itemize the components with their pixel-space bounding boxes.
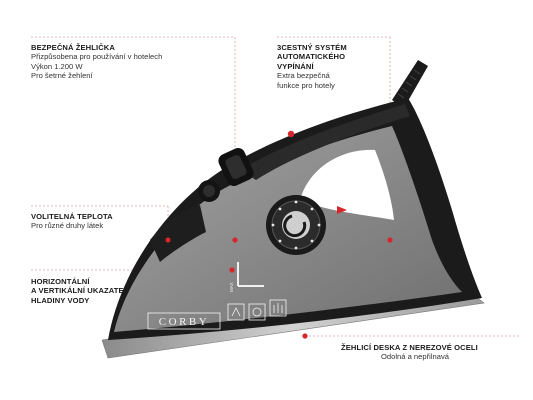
callout-soleplate-title: ŽEHLICÍ DESKA Z NEREZOVÉ OCELI <box>341 343 478 352</box>
callout-safe-iron-title: BEZPEČNÁ ŽEHLIČKA <box>31 43 115 52</box>
callout-water-level-title: HLADINY VODY <box>31 295 90 305</box>
callout-safe-iron-line: Pro šetrné žehlení <box>31 71 93 81</box>
callout-auto-off-title: AUTOMATICKÉHO <box>277 52 346 62</box>
handle-opening <box>300 149 394 220</box>
callout-soleplate: ŽEHLICÍ DESKA Z NEREZOVÉ OCELI Odolná a … <box>341 343 521 362</box>
callout-water-level-title: HORIZONTÁLNÍ <box>31 277 90 286</box>
callout-auto-off-line: funkce pro hotely <box>277 80 335 90</box>
front-nose-cap <box>150 205 206 262</box>
marker-auto <box>387 237 393 243</box>
power-cord <box>392 60 428 108</box>
callout-safe-iron-line: Výkon 1.200 W <box>31 61 83 71</box>
red-markers <box>165 130 393 339</box>
temperature-dial <box>266 195 326 255</box>
handle-grip <box>240 104 410 180</box>
brand-label: CORBY <box>147 312 221 330</box>
callout-safe-iron-line: Přizpůsobena pro používání v hotelech <box>31 52 163 62</box>
callout-safe-iron: BEZPEČNÁ ŽEHLIČKA Přizpůsobena pro použí… <box>31 43 201 81</box>
level-mark-text: MAX <box>229 282 234 292</box>
callout-water-level-title: A VERTIKÁLNÍ UKAZATEL <box>31 286 129 296</box>
callout-auto-off-line: Extra bezpečná <box>277 71 330 81</box>
marker-level <box>229 267 235 273</box>
marker-safe <box>232 237 238 243</box>
callout-auto-off-title: VYPÍNÁNÍ <box>277 61 314 71</box>
callout-water-level: HORIZONTÁLNÍ A VERTIKÁLNÍ UKAZATEL HLADI… <box>31 277 171 305</box>
water-level-indicator <box>237 262 264 287</box>
control-buttons <box>198 147 254 202</box>
callout-temperature-line: Pro různé druhy látek <box>31 221 104 231</box>
anti-drip-icon <box>227 303 245 321</box>
callout-temperature: VOLITELNÁ TEPLOTA Pro různé druhy látek <box>31 212 171 231</box>
self-clean-icon <box>248 303 266 321</box>
callout-soleplate-line: Odolná a nepřilnavá <box>381 352 449 362</box>
marker-temp <box>165 237 171 243</box>
dial-pointer <box>337 206 347 214</box>
brand-text: CORBY <box>159 316 209 328</box>
callout-auto-off-title: 3CESTNÝ SYSTÉM <box>277 43 347 52</box>
feature-icons <box>227 299 287 321</box>
auto-off-lamp <box>287 130 295 138</box>
callout-temperature-title: VOLITELNÁ TEPLOTA <box>31 212 113 221</box>
marker-plate <box>302 333 308 339</box>
steam-icon <box>269 299 287 317</box>
callout-auto-off: 3CESTNÝ SYSTÉM AUTOMATICKÉHO VYPÍNÁNÍ Ex… <box>277 43 387 90</box>
